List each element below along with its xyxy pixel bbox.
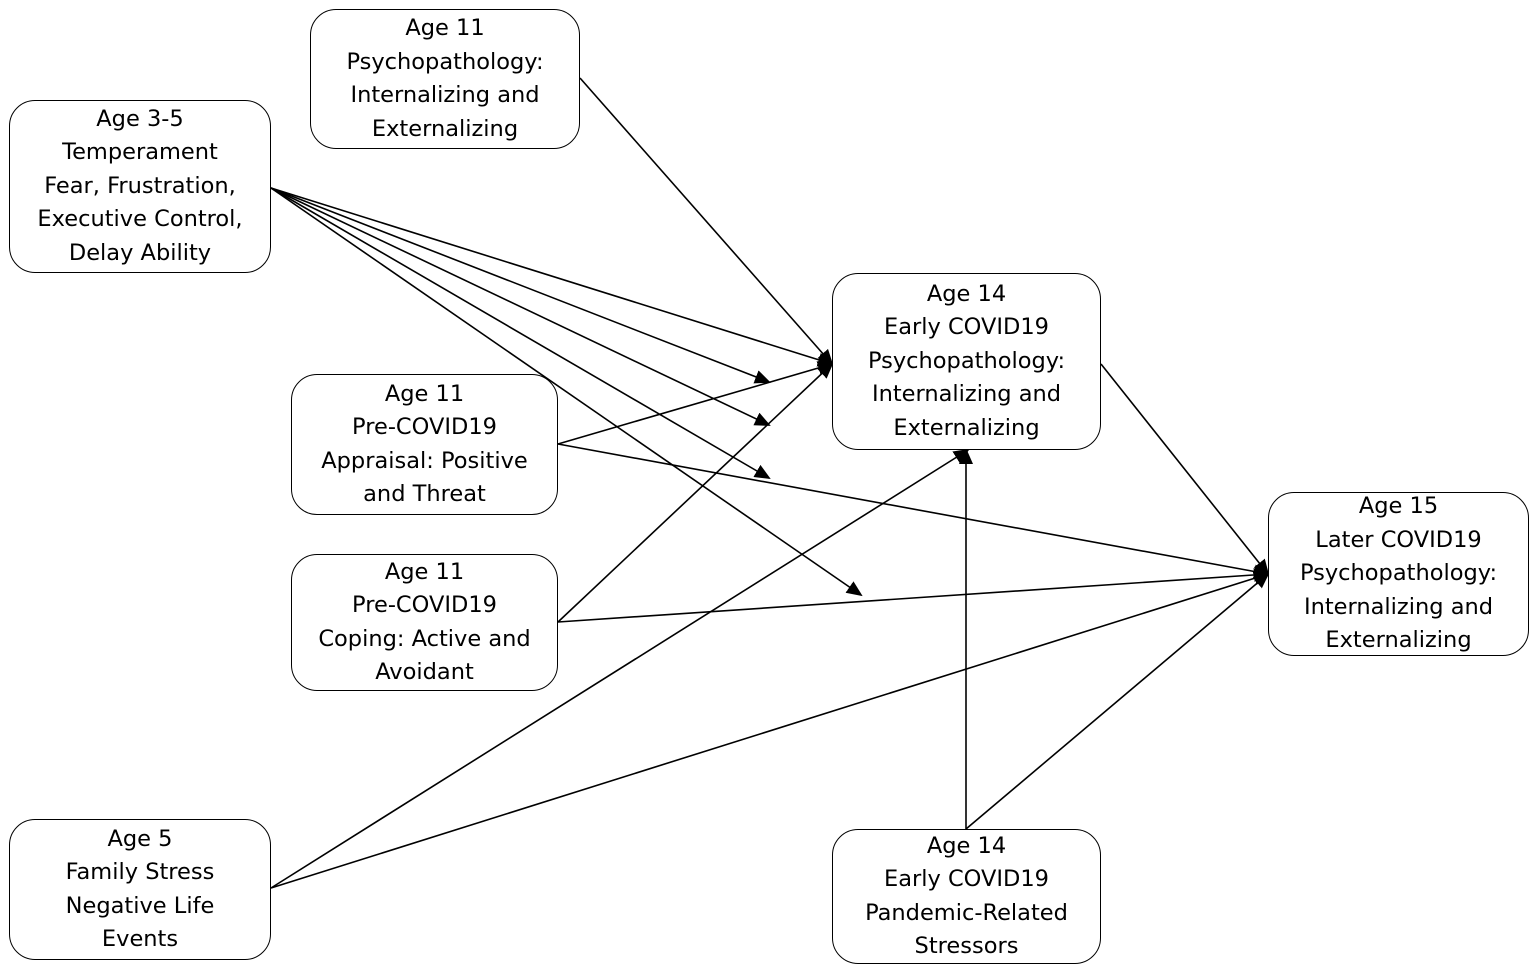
node-age11-coping: Age 11 Pre-COVID19 Coping: Active and Av… — [291, 554, 558, 691]
node-line: Age 11 — [384, 558, 465, 585]
node-line: Age 14 — [926, 280, 1007, 307]
node-line: Age 5 — [107, 825, 173, 852]
node-age3-5-temperament: Age 3-5 Temperament Fear, Frustration, E… — [9, 100, 271, 273]
node-line: Age 14 — [926, 832, 1007, 859]
edge-temperament-to-early — [270, 187, 834, 367]
edge-appraisal-to-early — [557, 361, 834, 445]
edge-temperament-to-later — [270, 187, 863, 597]
node-line: Coping: Active and — [318, 625, 531, 652]
node-line: Delay Ability — [68, 239, 212, 266]
edge-appraisal-to-later — [557, 443, 1270, 579]
edge-psy11-to-early — [579, 77, 834, 366]
node-line: Externalizing — [1325, 627, 1472, 654]
node-line: Temperament — [62, 139, 218, 166]
node-line: Stressors — [914, 933, 1019, 959]
node-line: Externalizing — [371, 115, 519, 142]
node-line: Internalizing and — [350, 82, 540, 108]
edge-temperament-to-appraisal-later-path — [270, 187, 771, 480]
node-line: Age 11 — [405, 15, 485, 41]
node-line: Psychopathology: — [346, 48, 544, 75]
node-age14-early-psychopathology: Age 14 Early COVID19 Psychopathology: In… — [832, 273, 1101, 450]
node-line: and Threat — [363, 481, 486, 507]
node-line: Fear, Frustration, — [44, 172, 236, 199]
node-line: Avoidant — [375, 659, 474, 685]
node-line: Internalizing and — [1303, 593, 1494, 620]
edge-temperament-to-appraisal-early-path — [270, 187, 771, 384]
node-line: Appraisal: Positive — [321, 447, 528, 474]
node-age5-family-stress: Age 5 Family Stress Negative Life Events — [9, 819, 271, 960]
node-line: Later COVID19 — [1315, 526, 1482, 553]
node-age11-appraisal: Age 11 Pre-COVID19 Appraisal: Positive a… — [291, 374, 558, 515]
node-line: Executive Control, — [37, 206, 243, 233]
edge-coping-to-early — [557, 362, 834, 623]
node-line: Psychopathology: — [1299, 560, 1498, 587]
node-line: Events — [101, 926, 179, 952]
node-line: Early COVID19 — [884, 866, 1049, 892]
node-age14-pandemic-stressors: Age 14 Early COVID19 Pandemic-Related St… — [832, 829, 1101, 964]
node-line: Pre-COVID19 — [352, 592, 497, 618]
edge-coping-to-later — [557, 567, 1270, 623]
node-line: Family Stress — [65, 859, 215, 885]
node-line: Early COVID19 — [884, 314, 1049, 341]
node-age11-psychopathology: Age 11 Psychopathology: Internalizing an… — [310, 9, 580, 149]
node-line: Pandemic-Related — [865, 899, 1068, 926]
edge-early-to-later — [1100, 363, 1270, 576]
node-line: Externalizing — [893, 414, 1040, 441]
edge-temperament-to-coping-early-path — [270, 187, 771, 426]
edge-family-to-early — [270, 448, 970, 889]
node-age15-later-psychopathology: Age 15 Later COVID19 Psychopathology: In… — [1268, 492, 1529, 656]
node-line: Psychopathology: — [867, 347, 1066, 374]
edge-stressors-to-later — [965, 572, 1270, 830]
node-line: Age 3-5 — [96, 105, 184, 132]
edge-family-to-later — [270, 571, 1270, 889]
node-line: Negative Life — [65, 892, 215, 919]
node-line: Age 15 — [1358, 493, 1439, 520]
node-line: Pre-COVID19 — [352, 414, 497, 440]
node-line: Internalizing and — [871, 381, 1062, 408]
node-line: Age 11 — [384, 380, 465, 407]
